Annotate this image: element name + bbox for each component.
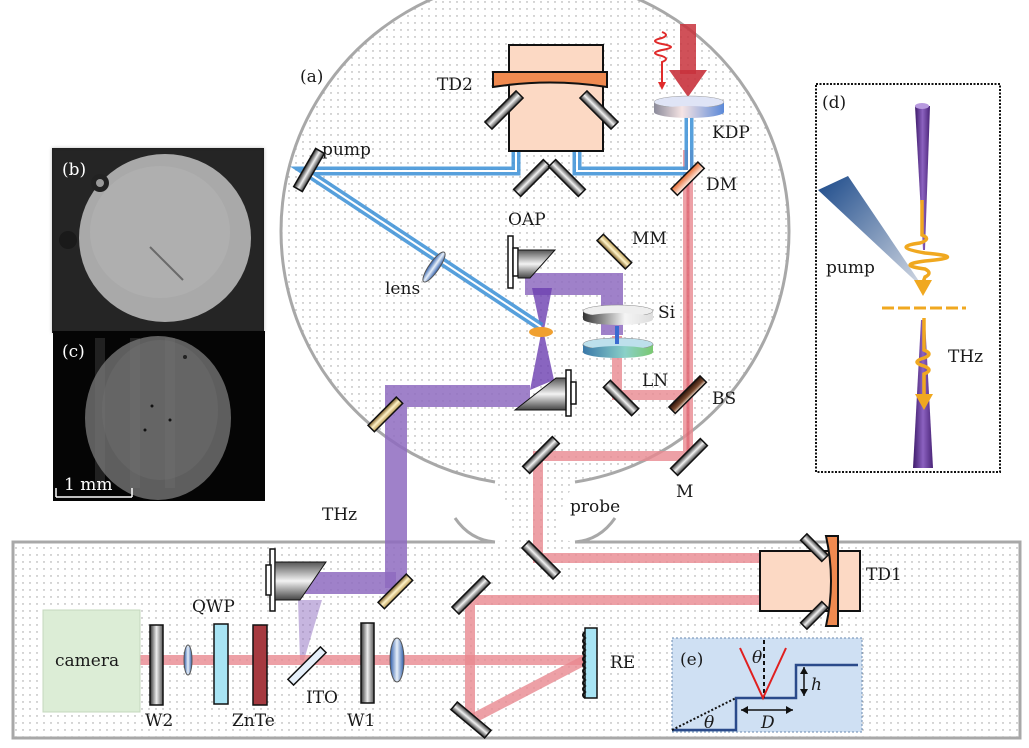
oap-mirror-table [265,548,327,612]
label-td1: TD1 [866,565,902,585]
camera: camera [42,609,141,713]
label-bs: BS [712,389,736,409]
thz-focus-lower [530,334,554,390]
inset-d-thz-label: THz [948,347,983,367]
label-dm: DM [706,175,737,195]
metal-mirror-mm: MM [595,229,667,271]
imaging-lens-small [183,644,193,676]
beam-splitter: BS [667,374,736,415]
label-pump: pump [322,140,371,160]
silicon-wafer: Si [582,303,676,325]
h-label: h [811,675,822,695]
label-w2: W2 [145,711,173,731]
D-label: D [760,713,775,733]
dichroic-mirror: DM [669,160,737,197]
label-qwp: QWP [192,597,235,617]
chamber-circle-a [279,0,791,484]
reflective-echelon: RE [582,627,635,699]
lithium-niobate-crystal: LN [582,326,668,391]
mirror [520,539,562,581]
thz-generation-crystal [529,327,553,337]
ito-glass: ITO [286,645,338,708]
mirror-m: M [669,437,709,502]
oap-mirror-upper: OAP [507,210,557,289]
mirror [449,700,493,740]
theta-top-label: θ [752,648,762,668]
micrograph-b: (b) [52,148,264,333]
imaging-lens [389,637,405,683]
label-ito: ITO [306,688,338,708]
label-ln: LN [642,371,668,391]
inset-e-echelon-geometry: (e) θ θ h D [671,637,863,733]
scale-bar-label: 1 mm [64,475,112,495]
mirror [450,574,492,616]
quarter-wave-plate: QWP [192,597,235,705]
label-si: Si [658,303,676,323]
mirror [521,435,561,475]
label-probe: probe [570,497,620,517]
theta-bottom-label: θ [704,713,714,733]
panel-label-d: (d) [822,93,846,113]
thz-focus-upper [532,288,552,330]
mirror [512,158,552,198]
inset-d-pump-label: pump [826,258,875,278]
label-kdp: KDP [712,123,750,143]
window-w2: W2 [145,624,173,731]
oap-mirror-lower [513,369,577,417]
panel-label-b: (b) [62,160,86,180]
label-znte: ZnTe [232,711,275,731]
panel-label-c: (c) [62,342,85,362]
inset-d-generation-scheme: (d) pump THz [815,83,1001,473]
panel-label-e: (e) [680,650,703,670]
mirror [292,147,326,193]
td1-translation-delay: TD1 [759,532,902,631]
mirror [602,379,640,417]
gold-mirror [376,572,414,610]
input-laser [654,24,707,97]
label-lens: lens [385,279,420,299]
label-td2: TD2 [437,75,473,95]
thz-focus-znte [298,600,322,660]
mirror [547,158,587,198]
label-m: M [676,482,693,502]
window-w1: W1 [347,622,375,731]
panel-label-a: (a) [300,67,323,87]
gold-mirror [366,395,404,433]
label-re: RE [610,653,635,673]
focusing-lens: lens [385,251,446,299]
label-thz: THz [322,505,357,525]
kdp-crystal: KDP [653,95,750,143]
micrograph-c: (c) 1 mm [53,331,265,501]
td2-translation-delay: TD2 [437,44,620,152]
znte-crystal: ZnTe [232,624,275,731]
label-oap: OAP [508,210,546,230]
label-camera: camera [55,651,119,671]
label-mm: MM [632,229,667,249]
label-w1: W1 [347,711,375,731]
